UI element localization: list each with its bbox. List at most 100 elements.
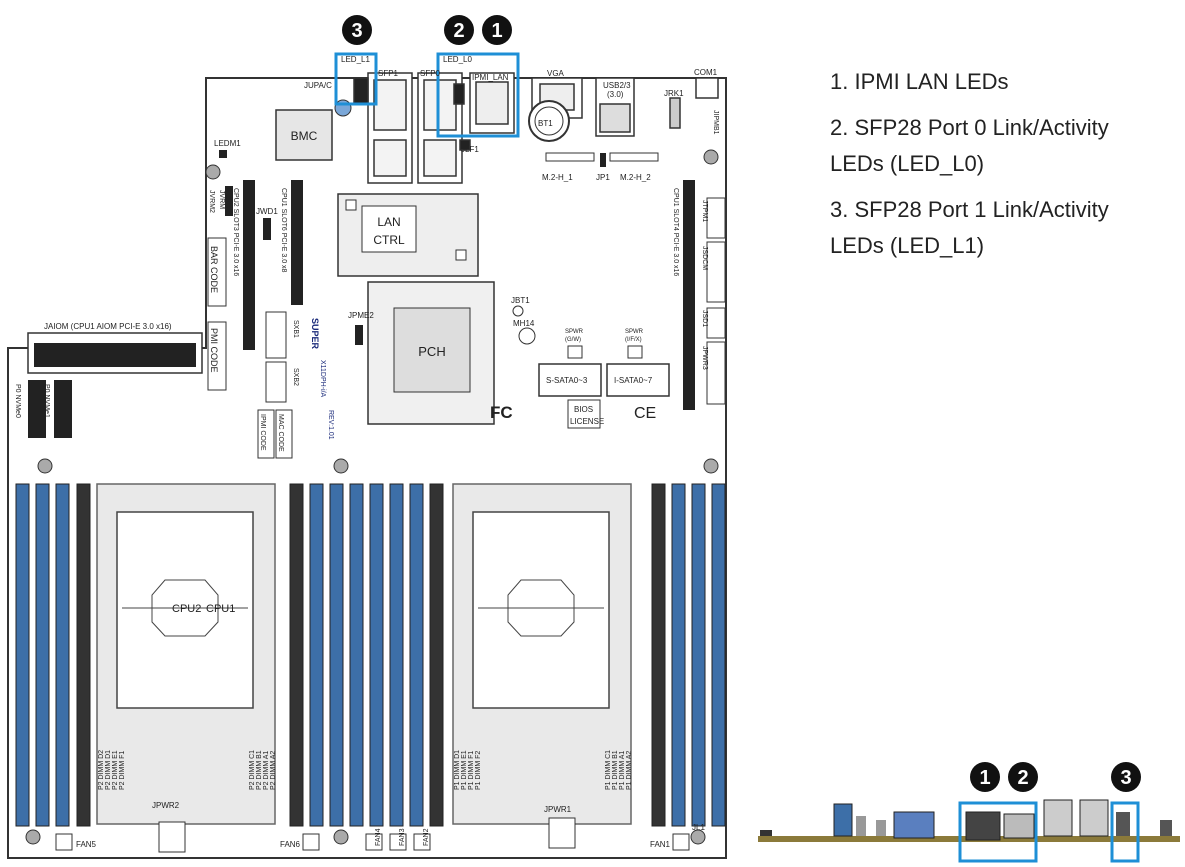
rear-io-view (758, 799, 1180, 863)
label-dimm-p2-f: P2 DIMM B1 (256, 750, 263, 790)
jvrm-header (225, 186, 233, 216)
cpu1-socket (452, 483, 632, 825)
label-jp1: JP1 (596, 173, 610, 182)
m2-slot-2 (609, 152, 659, 162)
label-dimm-p2-e: P2 DIMM C1 (249, 750, 256, 790)
label-dimm-p2-g: P2 DIMM A1 (263, 751, 270, 790)
jbt1 (512, 305, 524, 317)
mounting-hole (333, 829, 349, 845)
label-bios-license: LICENSE (570, 417, 604, 426)
label-led-l0: LED_L0 (443, 55, 472, 64)
spwr-b (627, 345, 643, 359)
isata-connector (606, 363, 670, 397)
mounting-hole (703, 458, 719, 474)
mounting-hole (37, 458, 53, 474)
callout-2-top: 2 (444, 15, 474, 45)
label-jpwr3: JPWR3 (701, 346, 708, 370)
label-jupa: JUPA/C (304, 81, 332, 90)
label-nvme0: P0 NVMe0 (14, 384, 21, 418)
callout-1-bottom: 1 (970, 762, 1000, 792)
label-dimm-p1-h: P1 DIMM A2 (626, 751, 633, 790)
label-fcc: FC (490, 403, 513, 422)
label-isata: I-SATA0~7 (614, 376, 653, 385)
label-mac-code: MAC CODE (277, 414, 284, 452)
label-bar-code: BAR CODE (209, 246, 219, 293)
label-dimm-p2-a: P2 DIMM D2 (98, 750, 105, 790)
label-usb: USB2/3 (603, 81, 631, 90)
label-m2h1: M.2-H_1 (542, 173, 573, 182)
label-jtpm1: JTPM1 (701, 200, 708, 222)
mounting-hole (690, 829, 706, 845)
rear-ipmi-lan (965, 811, 1001, 841)
label-jvrm: JVRM (218, 190, 225, 209)
pcie-slot-cpu1-x8 (291, 180, 303, 305)
legend-item-1-line-1: 1. IPMI LAN LEDs (830, 69, 1009, 94)
highlight-rear-ipmi (958, 801, 1038, 863)
label-jpwr1: JPWR1 (544, 805, 572, 814)
label-fan4: FAN4 (375, 828, 382, 846)
label-aiom: JAIOM (CPU1 AIOM PCI-E 3.0 x16) (44, 322, 172, 331)
label-ctrl: CTRL (373, 233, 405, 247)
label-m2h2: M.2-H_2 (620, 173, 651, 182)
label-cpu1: CPU1 (206, 603, 235, 615)
label-ipmi-lan: IPMI_LAN (472, 73, 509, 82)
legend-item-1: 1. IPMI LAN LEDs (830, 64, 1180, 100)
label-nvme1: P0 NVMe1 (43, 384, 50, 418)
label-pch: PCH (418, 344, 445, 359)
label-led-l1: LED_L1 (341, 55, 370, 64)
label-dimm-p1-f: P1 DIMM B1 (612, 750, 619, 790)
sxb2-connector (265, 361, 287, 403)
rear-usb (833, 803, 853, 837)
label-fan3: FAN3 (399, 828, 406, 846)
label-dimm-p1-a: P1 DIMM D1 (454, 750, 461, 790)
mounting-hole (333, 458, 349, 474)
legend-item-2: 2. SFP28 Port 0 Link/Activity LEDs (LED_… (830, 110, 1180, 182)
callout-1-top: 1 (482, 15, 512, 45)
label-jpwr2: JPWR2 (152, 801, 180, 810)
highlight-led-l0-ipmi (436, 52, 520, 138)
mh14 (518, 327, 536, 345)
label-rev: REV:1.01 (327, 410, 334, 440)
label-slot-cpu1-x8: CPU1 SLOT6 PCI-E 3.0 x8 (280, 188, 287, 273)
label-bios: BIOS (574, 405, 593, 414)
callout-1-label: 1 (491, 20, 502, 42)
label-fan5: FAN5 (76, 840, 97, 849)
label-model: X11DPH-i/A (319, 360, 326, 398)
bios-license-label (567, 399, 601, 429)
label-brand: SUPER (310, 318, 320, 350)
label-dimm-p1-c: P1 DIMM F1 (468, 751, 475, 790)
highlight-rear-led-l1 (1110, 801, 1140, 863)
callout-2-bottom-label: 2 (1017, 767, 1028, 789)
mounting-hole (205, 164, 221, 180)
label-spwr-b: SPWR (625, 329, 644, 335)
m2-slot-1 (545, 152, 595, 162)
label-cpu2: CPU2 (172, 603, 201, 615)
dimm-group-cpu1-right (651, 483, 726, 827)
label-slot-cpu2: CPU2 SLOT3 PCI-E 3.0 x16 (232, 188, 239, 276)
label-dimm-p2-b: P2 DIMM D1 (105, 750, 112, 790)
legend-item-3-line-2: LEDs (LED_L1) (830, 233, 985, 258)
label-dimm-p1-e: P1 DIMM C1 (605, 750, 612, 790)
com1-header (695, 77, 719, 99)
legend-item-2-line-1: 2. SFP28 Port 0 Link/Activity (830, 115, 1109, 140)
mac-code-label (275, 409, 293, 459)
label-ce: CE (634, 405, 656, 422)
dimm-group-center (289, 483, 444, 827)
label-usb-sub: (3.0) (607, 90, 624, 99)
label-jbt1: JBT1 (511, 296, 530, 305)
label-spwr-a: SPWR (565, 329, 584, 335)
legend-item-3-line-1: 3. SFP28 Port 1 Link/Activity (830, 197, 1109, 222)
callout-3-bottom: 3 (1111, 762, 1141, 792)
label-bt1: BT1 (538, 119, 553, 128)
label-jrk1: JRK1 (664, 89, 684, 98)
label-jsd1: JSD1 (701, 310, 708, 327)
fan5-header (55, 833, 73, 851)
label-fan2: FAN2 (423, 828, 430, 846)
pch-chip (393, 307, 471, 393)
pcie-slot-cpu1-x16 (683, 180, 695, 410)
callout-3-label: 3 (351, 20, 362, 42)
callout-1-bottom-label: 1 (979, 767, 990, 789)
label-ssata: S-SATA0~3 (546, 376, 588, 385)
label-dimm-p2-c: P2 DIMM E1 (112, 750, 119, 790)
label-jvrm2: JVRM2 (208, 190, 215, 213)
